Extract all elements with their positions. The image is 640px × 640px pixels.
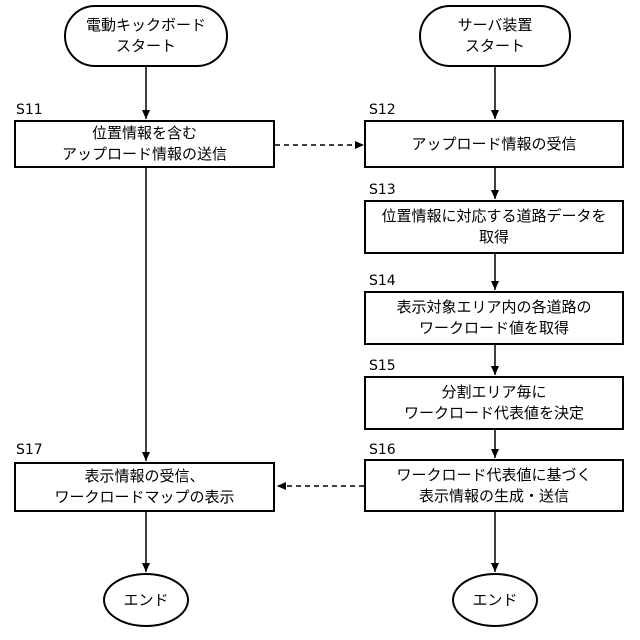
start-scooter-line2: スタート	[116, 36, 176, 57]
step-s11-box: 位置情報を含む アップロード情報の送信	[14, 120, 275, 168]
start-scooter: 電動キックボード スタート	[64, 5, 228, 67]
step-s17-line2: ワークロードマップの表示	[54, 487, 234, 508]
start-scooter-line1: 電動キックボード	[86, 15, 206, 36]
step-s16-line2: 表示情報の生成・送信	[419, 486, 569, 507]
step-s13-box: 位置情報に対応する道路データを 取得	[364, 200, 624, 254]
step-s12-line1: アップロード情報の受信	[411, 134, 576, 155]
step-s12-box: アップロード情報の受信	[364, 120, 624, 168]
step-s13-line1: 位置情報に対応する道路データを	[381, 206, 606, 227]
step-s16-line1: ワークロード代表値に基づく	[396, 465, 591, 486]
step-s16-box: ワークロード代表値に基づく 表示情報の生成・送信	[364, 459, 624, 512]
end-server: エンド	[452, 573, 538, 627]
start-server: サーバ装置 スタート	[419, 5, 571, 67]
step-label-s16: S16	[369, 442, 396, 458]
step-s14-line2: ワークロード値を取得	[419, 318, 569, 339]
step-s13-line2: 取得	[479, 227, 509, 248]
start-server-line1: サーバ装置	[458, 15, 533, 36]
step-s15-line1: 分割エリア毎に	[441, 382, 546, 403]
step-s11-line2: アップロード情報の送信	[62, 144, 227, 165]
step-label-s12: S12	[369, 102, 396, 118]
step-label-s14: S14	[369, 273, 396, 289]
step-label-s15: S15	[369, 358, 396, 374]
step-s14-line1: 表示対象エリア内の各道路の	[396, 297, 591, 318]
step-label-s13: S13	[369, 182, 396, 198]
start-server-line2: スタート	[465, 36, 525, 57]
step-s17-box: 表示情報の受信、 ワークロードマップの表示	[14, 462, 275, 512]
step-label-s11: S11	[16, 102, 43, 118]
step-label-s17: S17	[16, 442, 43, 458]
end-server-label: エンド	[472, 590, 517, 611]
step-s15-box: 分割エリア毎に ワークロード代表値を決定	[364, 376, 624, 430]
step-s14-box: 表示対象エリア内の各道路の ワークロード値を取得	[364, 291, 624, 345]
step-s15-line2: ワークロード代表値を決定	[404, 403, 584, 424]
end-scooter: エンド	[103, 573, 189, 627]
step-s11-line1: 位置情報を含む	[92, 123, 197, 144]
step-s17-line1: 表示情報の受信、	[84, 466, 204, 487]
end-scooter-label: エンド	[123, 590, 168, 611]
